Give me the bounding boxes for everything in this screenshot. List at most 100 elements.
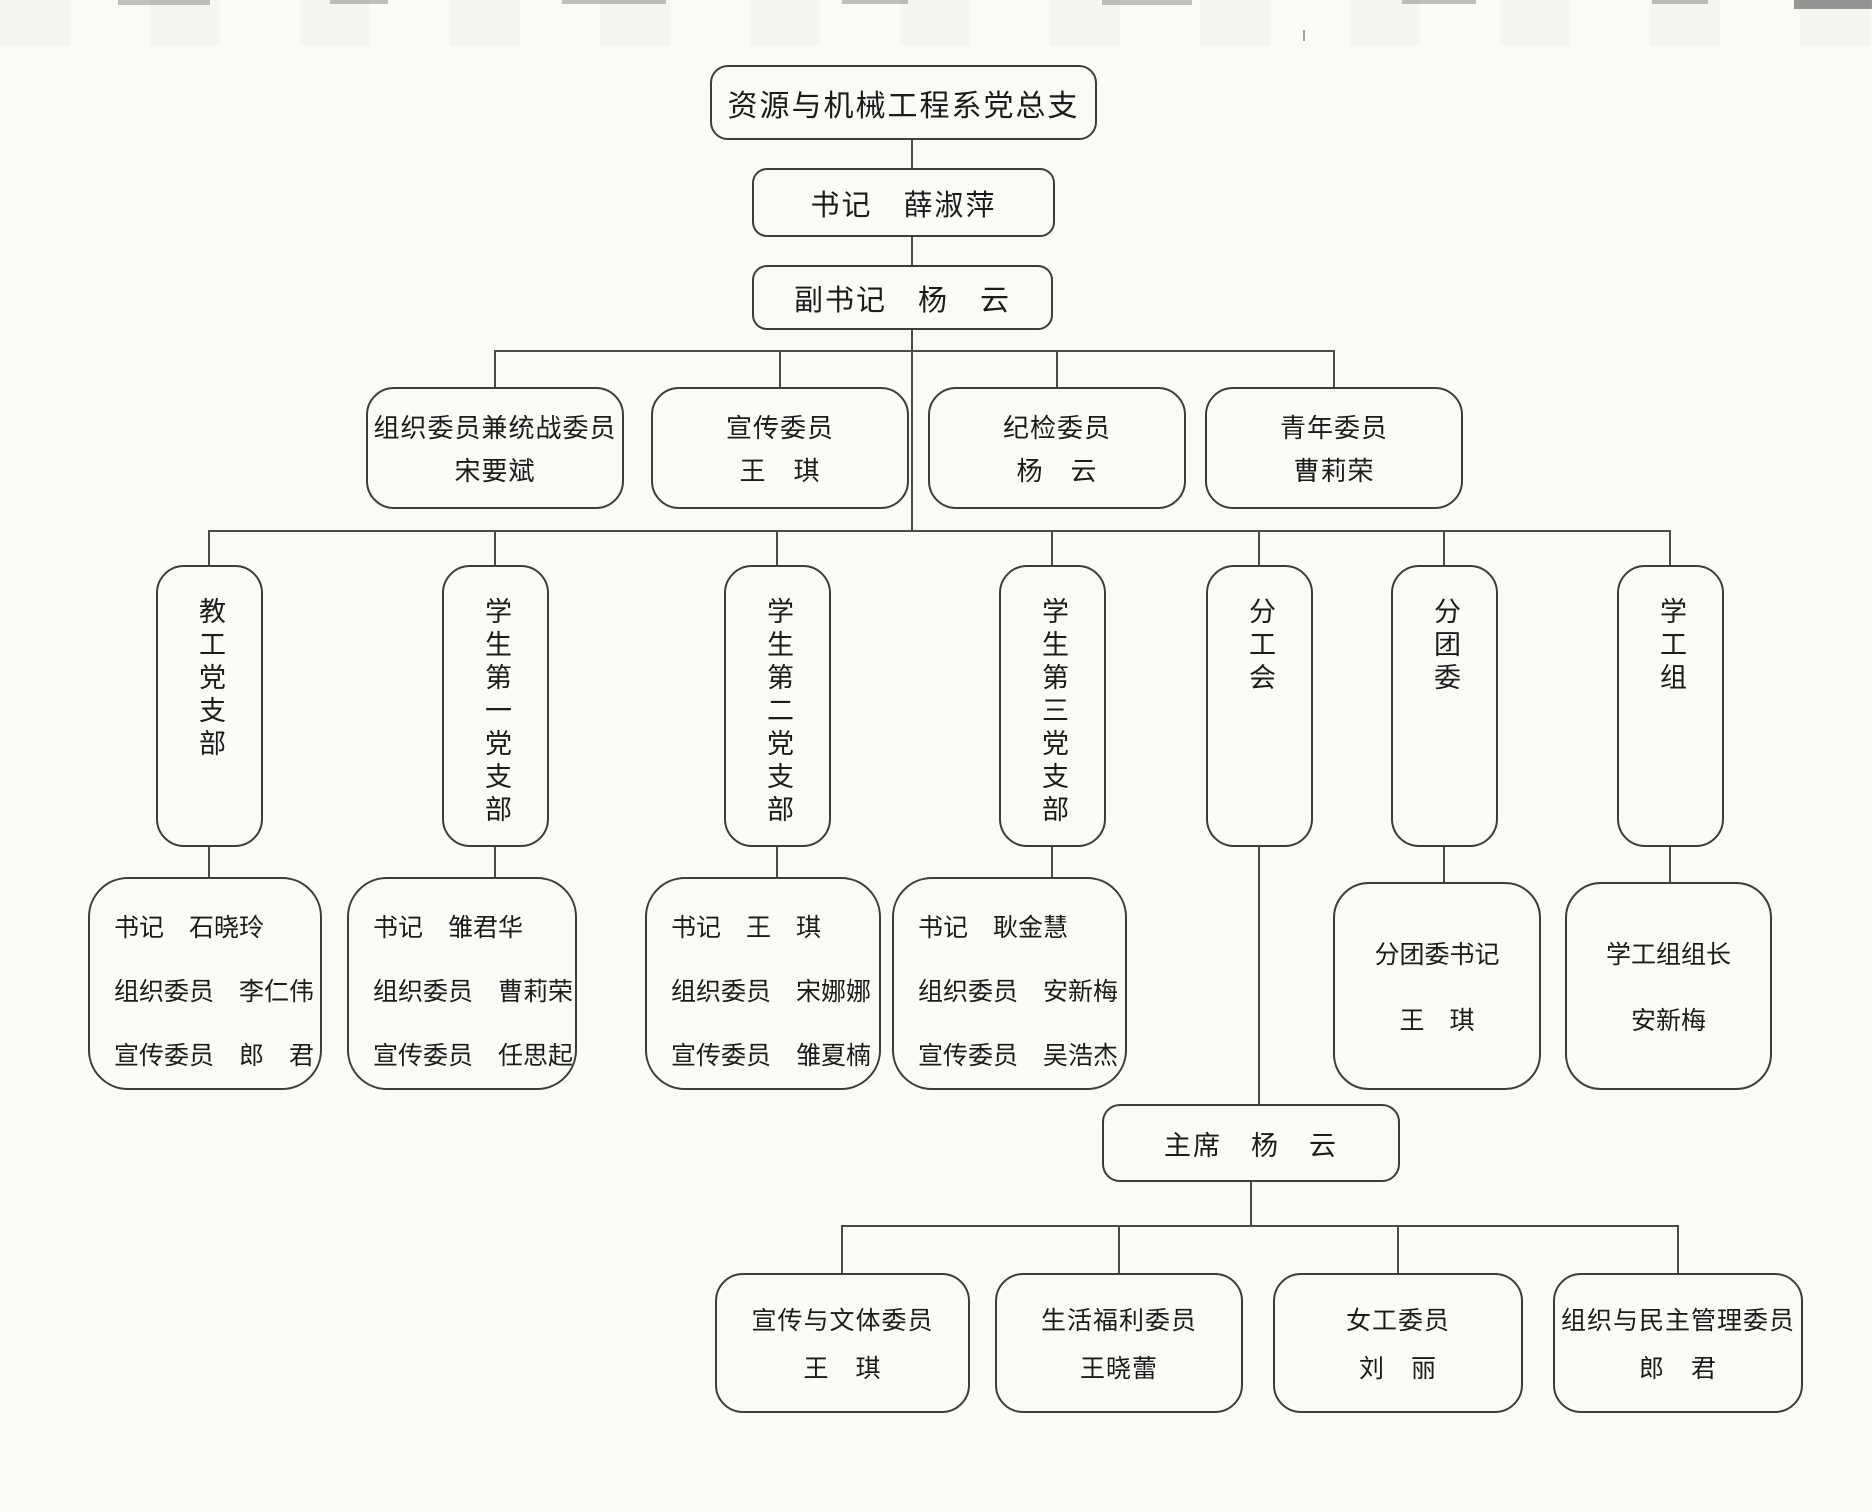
committee-role: 青年委员 xyxy=(1279,414,1388,444)
connector xyxy=(1333,350,1335,387)
secretary-label: 书记 薛淑萍 xyxy=(810,189,997,222)
connector xyxy=(1669,530,1671,565)
connector xyxy=(1056,350,1058,387)
branch-box-student-2: 学生第二党支部 xyxy=(724,565,831,847)
connector xyxy=(494,350,496,387)
detail-line: 宣传委员 吴浩杰 xyxy=(918,1043,1119,1070)
detail-line: 书记 雏君华 xyxy=(373,915,524,942)
union-committee-name: 刘 丽 xyxy=(1358,1356,1437,1383)
detail-line: 组织委员 曹莉荣 xyxy=(373,979,574,1006)
detail-line: 安新梅 xyxy=(1630,1008,1706,1036)
scan-artifact xyxy=(118,0,210,5)
detail-line: 宣传委员 任思起 xyxy=(373,1043,574,1070)
branch-detail-box-student-2: 书记 王 琪 组织委员 宋娜娜 宣传委员 雏夏楠 xyxy=(645,877,881,1090)
branch-box-union: 分工会 xyxy=(1206,565,1313,847)
union-chair-label: 主席 杨 云 xyxy=(1164,1130,1338,1161)
connector xyxy=(1677,1225,1679,1273)
connector xyxy=(1250,1182,1252,1226)
connector xyxy=(1669,847,1671,882)
secretary-box: 书记 薛淑萍 xyxy=(752,168,1055,237)
connector xyxy=(911,140,913,168)
committee-box-discipline: 纪检委员 杨 云 xyxy=(928,387,1186,509)
committee-name: 宋要斌 xyxy=(454,456,536,486)
connector xyxy=(1051,530,1053,565)
connector xyxy=(494,530,496,565)
detail-line: 组织委员 安新梅 xyxy=(918,979,1119,1006)
branch-label: 分工会 xyxy=(1245,597,1275,696)
scan-artifact xyxy=(330,0,388,4)
connector xyxy=(841,1225,843,1273)
branch-detail-box-student-affairs: 学工组组长 安新梅 xyxy=(1565,882,1772,1090)
union-committee-name: 王 琪 xyxy=(803,1356,882,1383)
committee-box-youth: 青年委员 曹莉荣 xyxy=(1205,387,1463,509)
branch-box-faculty: 教工党支部 xyxy=(156,565,263,847)
branch-box-student-affairs: 学工组 xyxy=(1617,565,1724,847)
connector xyxy=(1258,530,1260,565)
scan-artifact xyxy=(1652,0,1708,4)
branch-box-student-3: 学生第三党支部 xyxy=(999,565,1106,847)
branch-detail-box-youth-league: 分团委书记 王 琪 xyxy=(1333,882,1541,1090)
connector xyxy=(1258,847,1260,1104)
connector xyxy=(776,847,778,877)
committee-name: 王 琪 xyxy=(739,456,821,486)
branch-detail-box-faculty: 书记 石晓玲 组织委员 李仁伟 宣传委员 郎 君 xyxy=(88,877,322,1090)
committee-role: 宣传委员 xyxy=(725,414,834,444)
union-committee-role: 生活福利委员 xyxy=(1040,1308,1197,1335)
union-committee-role: 宣传与文体委员 xyxy=(751,1308,934,1335)
rail xyxy=(842,1225,1679,1227)
connector xyxy=(1443,530,1445,565)
committee-box-organization: 组织委员兼统战委员 宋要斌 xyxy=(366,387,624,509)
connector xyxy=(494,847,496,877)
root-box: 资源与机械工程系党总支 xyxy=(710,65,1097,140)
branch-label: 学生第一党支部 xyxy=(481,597,511,828)
committee-role: 纪检委员 xyxy=(1002,414,1111,444)
branch-detail-box-student-3: 书记 耿金慧 组织委员 安新梅 宣传委员 吴浩杰 xyxy=(892,877,1127,1090)
union-committee-role: 女工委员 xyxy=(1345,1308,1450,1335)
branch-label: 学生第三党支部 xyxy=(1038,597,1068,828)
union-committee-box-welfare: 生活福利委员 王晓蕾 xyxy=(995,1273,1243,1413)
scan-artifact xyxy=(842,0,908,4)
detail-line: 书记 王 琪 xyxy=(671,915,822,942)
union-committee-box-women: 女工委员 刘 丽 xyxy=(1273,1273,1523,1413)
branch-detail-box-student-1: 书记 雏君华 组织委员 曹莉荣 宣传委员 任思起 xyxy=(347,877,577,1090)
branch-label: 教工党支部 xyxy=(195,597,225,762)
detail-line: 组织委员 李仁伟 xyxy=(114,979,315,1006)
scan-artifact xyxy=(1402,0,1476,4)
connector xyxy=(779,350,781,387)
detail-line: 书记 石晓玲 xyxy=(114,915,265,942)
connector xyxy=(1443,847,1445,882)
connector xyxy=(911,237,913,265)
connector xyxy=(208,530,210,565)
detail-line: 王 琪 xyxy=(1399,1008,1475,1036)
detail-line: 书记 耿金慧 xyxy=(918,915,1069,942)
union-committee-role: 组织与民主管理委员 xyxy=(1560,1308,1795,1335)
detail-line: 宣传委员 郎 君 xyxy=(114,1043,315,1070)
detail-line: 分团委书记 xyxy=(1374,941,1500,969)
deputy-secretary-box: 副书记 杨 云 xyxy=(752,265,1053,330)
connector xyxy=(776,530,778,565)
rail xyxy=(495,350,1335,352)
committee-name: 杨 云 xyxy=(1016,456,1098,486)
connector xyxy=(208,847,210,877)
branch-label: 分团委 xyxy=(1430,597,1460,696)
connector xyxy=(911,330,913,531)
connector xyxy=(1051,847,1053,877)
union-committee-box-culture: 宣传与文体委员 王 琪 xyxy=(715,1273,970,1413)
committee-box-propaganda: 宣传委员 王 琪 xyxy=(651,387,909,509)
union-chair-box: 主席 杨 云 xyxy=(1102,1104,1400,1182)
scan-artifact xyxy=(1794,0,1872,9)
scan-artifact xyxy=(1102,0,1192,5)
committee-role: 组织委员兼统战委员 xyxy=(373,414,617,444)
connector xyxy=(1118,1225,1120,1273)
scan-artifact xyxy=(1303,30,1305,41)
union-committee-box-democracy: 组织与民主管理委员 郎 君 xyxy=(1553,1273,1803,1413)
union-committee-name: 郎 君 xyxy=(1638,1356,1717,1383)
detail-line: 组织委员 宋娜娜 xyxy=(671,979,872,1006)
branch-box-student-1: 学生第一党支部 xyxy=(442,565,549,847)
rail xyxy=(209,530,1671,532)
branch-box-youth-league: 分团委 xyxy=(1391,565,1498,847)
connector xyxy=(1397,1225,1399,1273)
detail-line: 宣传委员 雏夏楠 xyxy=(671,1043,872,1070)
branch-label: 学生第二党支部 xyxy=(763,597,793,828)
